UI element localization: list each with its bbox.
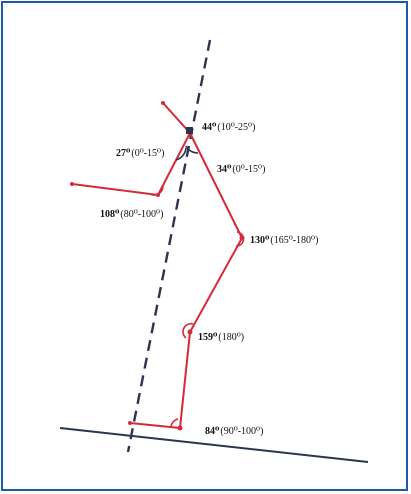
angle-label-ankle: 84⁰(90⁰-100⁰) bbox=[205, 426, 263, 437]
hip-angle-arc bbox=[235, 231, 245, 247]
ankle-angle-arc bbox=[170, 418, 179, 428]
head-segment bbox=[162, 102, 191, 134]
shank-segment bbox=[179, 331, 191, 429]
angle-label-shoulder: 27⁰(0⁰-15⁰) bbox=[116, 148, 164, 159]
foot-segment bbox=[129, 422, 181, 429]
angle-label-trunk-line: 34⁰(0⁰-15⁰) bbox=[217, 164, 265, 175]
knee-angle-arc bbox=[182, 322, 194, 339]
upper-arm-segment bbox=[157, 132, 191, 196]
angle-label-knee: 159⁰(180⁰) bbox=[198, 332, 244, 343]
vertical-reference-dashed-line bbox=[126, 39, 212, 453]
trunk-segment bbox=[189, 132, 243, 239]
head-point bbox=[161, 101, 165, 105]
angle-label-elbow: 108⁰(80⁰-100⁰) bbox=[100, 209, 163, 220]
shoulder-angle-arc bbox=[175, 147, 187, 161]
shoulder-marker bbox=[186, 127, 193, 134]
toe-point bbox=[128, 421, 132, 425]
angle-label-trunk-hip: 44⁰(10⁰-25⁰) bbox=[202, 122, 255, 133]
trunk-angle-arc bbox=[185, 145, 199, 154]
thigh-segment bbox=[189, 237, 243, 333]
ground-line bbox=[59, 427, 369, 463]
elbow-angle-arc bbox=[149, 186, 164, 196]
hand-point bbox=[70, 182, 74, 186]
knee-joint bbox=[187, 329, 193, 335]
angle-label-hip: 130⁰(165⁰-180⁰) bbox=[250, 235, 318, 246]
ankle-joint bbox=[177, 425, 183, 431]
forearm-segment bbox=[71, 183, 159, 196]
